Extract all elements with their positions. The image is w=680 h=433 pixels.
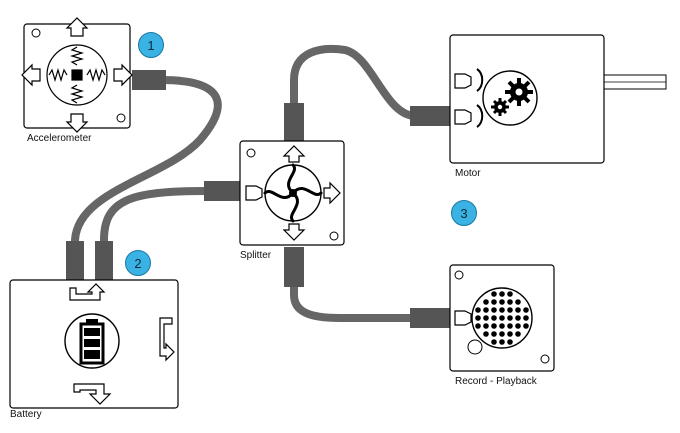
step-badge-1: 1 (138, 32, 164, 58)
mount-hole (31, 28, 41, 38)
mount-hole (540, 354, 550, 364)
gears-icon (482, 70, 538, 126)
grille-dot (507, 315, 513, 321)
motor-module (449, 34, 667, 164)
grille-dot (499, 323, 505, 329)
battery-module (9, 279, 179, 409)
grille-dot (515, 307, 521, 313)
grille-dot (491, 323, 497, 329)
grille-dot (491, 339, 497, 345)
grille-dot (523, 307, 529, 313)
record-button (467, 339, 483, 355)
grille-dot (499, 331, 505, 337)
grille-dot (515, 323, 521, 329)
connector-splitter-top (284, 103, 304, 143)
motor-label: Motor (455, 168, 481, 179)
grille-dot (499, 291, 505, 297)
cable-splitter-battery (100, 187, 210, 266)
splitter-label: Splitter (240, 250, 272, 261)
accelerometer-label: Accelerometer (27, 133, 92, 144)
grille-dot (491, 291, 497, 297)
mount-hole (116, 113, 126, 123)
connector-motor (410, 106, 452, 126)
cable-splitter-motor (290, 44, 419, 120)
connector-accelerometer (132, 70, 166, 90)
motor-speaker-icons (454, 68, 484, 128)
grille-dot (491, 315, 497, 321)
grille-dot (507, 307, 513, 313)
grille-dot (499, 299, 505, 305)
grille-dot (523, 315, 529, 321)
connector-recorder (410, 308, 452, 328)
mount-hole (246, 148, 256, 158)
splitter-module (239, 140, 345, 246)
grille-dot (515, 315, 521, 321)
grille-dot (483, 307, 489, 313)
grille-dot (507, 323, 513, 329)
record-playback-module (449, 264, 555, 372)
fan-blade-icon (263, 163, 323, 223)
cable-accelerometer-battery (71, 76, 222, 266)
grille-dot (483, 323, 489, 329)
grille-dot (507, 291, 513, 297)
battery-right-arrow-icon (159, 317, 175, 362)
connectors (66, 70, 452, 328)
grille-dot (515, 299, 521, 305)
grille-dot (507, 339, 513, 345)
connector-battery-right (95, 241, 113, 284)
grille-dot (499, 315, 505, 321)
grille-dot (499, 307, 505, 313)
grille-dot (491, 331, 497, 337)
connector-battery-left (66, 241, 84, 284)
grille-dot (475, 307, 481, 313)
recorder-input-icon (454, 310, 472, 326)
grille-dot (483, 299, 489, 305)
step-badge-2: 2 (125, 250, 151, 276)
grille-dot (475, 323, 481, 329)
grille-dot (499, 339, 505, 345)
connector-splitter-left (204, 181, 240, 201)
mount-hole (454, 270, 464, 280)
grille-dot (523, 323, 529, 329)
connector-splitter-bottom (284, 247, 304, 287)
battery-icon (64, 313, 120, 369)
grille-dot (507, 299, 513, 305)
grille-dot (475, 315, 481, 321)
grille-dot (507, 331, 513, 337)
splitter-arrows (245, 145, 341, 241)
speaker-grille-icon (471, 287, 533, 349)
step-badge-3: 3 (451, 200, 477, 226)
grille-dot (483, 315, 489, 321)
accelerometer-module (21, 17, 133, 133)
spring-cross-icon (21, 17, 133, 133)
battery-bottom-arrow-icon (73, 383, 112, 405)
cables (71, 44, 419, 322)
grille-dot (491, 307, 497, 313)
battery-top-arrow-icon (69, 283, 106, 301)
grille-dot (491, 299, 497, 305)
grille-dot (483, 331, 489, 337)
grille-dot (515, 331, 521, 337)
record-playback-label: Record - Playback (455, 376, 537, 387)
mount-hole (329, 231, 339, 241)
battery-label: Battery (10, 409, 42, 420)
cable-splitter-recorder (290, 276, 416, 322)
